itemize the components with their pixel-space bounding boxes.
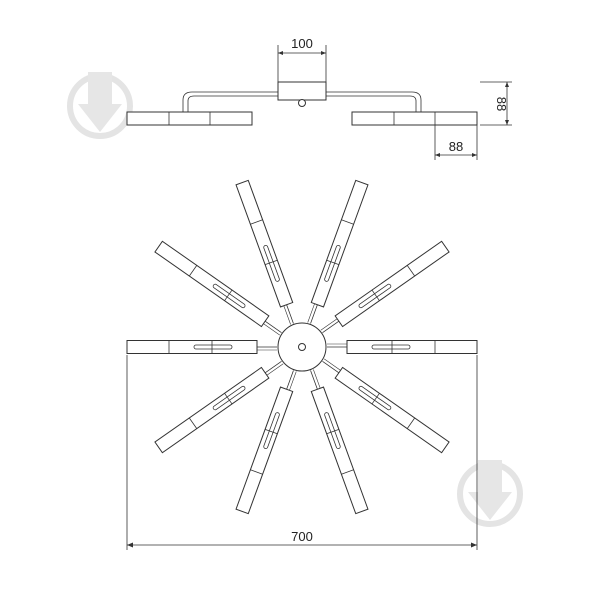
arm-1 bbox=[235, 179, 294, 325]
side-view: 100 88 88 bbox=[126, 36, 512, 160]
arm-5 bbox=[126, 340, 277, 354]
arm-6 bbox=[327, 340, 478, 354]
arm-4 bbox=[320, 240, 450, 333]
dim-total-width-label: 700 bbox=[291, 529, 313, 544]
side-arm-left bbox=[182, 91, 278, 112]
side-screw bbox=[298, 99, 306, 107]
dim-side-height: 88 bbox=[494, 97, 509, 111]
arm-9 bbox=[235, 370, 297, 515]
canopy-screw bbox=[298, 343, 306, 351]
dim-bottom-width: 88 bbox=[449, 139, 463, 154]
top-view bbox=[126, 179, 478, 515]
watermark-bottom-right bbox=[457, 460, 523, 527]
arm-7 bbox=[154, 361, 284, 454]
side-shade-right bbox=[351, 111, 478, 126]
droplet-logo-icon bbox=[468, 460, 512, 520]
arm-10 bbox=[310, 369, 369, 515]
arm-3 bbox=[154, 240, 282, 336]
watermark-top-left bbox=[67, 72, 133, 139]
dim-total-width: 700 bbox=[126, 355, 478, 550]
arm-8 bbox=[322, 358, 450, 454]
side-canopy bbox=[277, 81, 327, 101]
dim-top-width: 100 bbox=[291, 36, 313, 51]
side-shade-left bbox=[126, 111, 253, 126]
droplet-logo-icon bbox=[78, 72, 122, 132]
arm-2 bbox=[307, 179, 369, 324]
side-arm-right bbox=[326, 91, 422, 112]
